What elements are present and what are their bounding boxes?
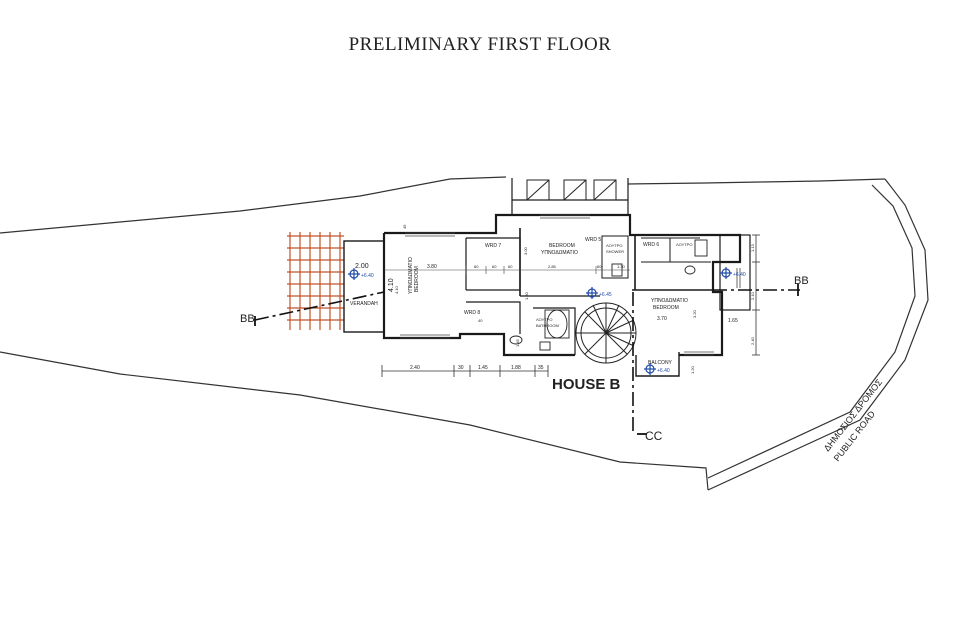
room-bathroom-gr: ΛΟΥΤΡΟ (536, 317, 552, 322)
dim-60-c: 60 (508, 264, 513, 269)
wardrobe-5: WRD 5 (585, 237, 601, 243)
dim-verandah-width: 2.00 (355, 263, 369, 270)
dim-60-d: 60 (597, 264, 602, 269)
room-shower-gr: ΛΟΥΤΡΟ (606, 243, 622, 248)
level-markers (348, 267, 732, 375)
wardrobe-6: WRD 6 (643, 242, 659, 248)
dim-bedroom-left-width: 3.80 (427, 264, 437, 270)
wardrobe-7: WRD 7 (485, 243, 501, 249)
section-ticks (254, 284, 799, 435)
room-bedroom-right-gr: ΥΠΝΟΔΩΜΑΤΙΟ (651, 298, 688, 304)
room-verandah: VERANDAH (350, 301, 378, 307)
dim-1-20: 1.20 (690, 365, 695, 374)
level-hall: +6.45 (599, 292, 612, 298)
interior-dim-line (384, 266, 630, 274)
dim-2-40-right: 2.40 (750, 336, 755, 345)
windows (400, 214, 741, 356)
dim-60-b: 60 (492, 264, 497, 269)
room-balcony: BALCONY (648, 360, 673, 366)
wardrobe-8: WRD 8 (464, 310, 480, 316)
dim-3-20: 3.20 (692, 309, 697, 318)
top-openings (526, 179, 617, 201)
dim-60-a: 60 (474, 264, 479, 269)
page-title: PRELIMINARY FIRST FLOOR (348, 34, 612, 55)
dim-1-65: 1.65 (728, 318, 738, 324)
pergola (287, 232, 344, 330)
dim-verandah-height: 4.10 (388, 278, 395, 292)
dim-1-50: 1.50 (524, 291, 529, 300)
spiral-staircase (575, 302, 637, 364)
dim-1-30: 1.30 (617, 264, 626, 269)
dim-bottom-35: 35 (538, 365, 544, 371)
dim-bottom-30: 30 (458, 365, 464, 371)
dim-1-13: 1.13 (750, 243, 755, 252)
dim-45: 45 (402, 224, 407, 229)
right-dim-line (752, 234, 760, 356)
dim-bedroom-left-height: 4.10 (394, 285, 399, 294)
section-lines (254, 289, 800, 435)
dim-bottom-1-45: 1.45 (478, 365, 488, 371)
dim-2-85: 2.85 (548, 264, 557, 269)
dim-2-10: 2.10 (750, 291, 755, 300)
site-boundary (0, 176, 929, 491)
building-walls (343, 178, 751, 377)
dim-40: 40 (478, 318, 483, 323)
house-label: HOUSE B (552, 376, 621, 393)
room-bedroom-top-en: BEDROOM (549, 243, 575, 249)
dim-1-45: 1.45 (515, 338, 520, 347)
room-bathroom-en: BATHROOM (536, 323, 559, 328)
level-right: +6.40 (733, 272, 746, 278)
dim-3-00: 3.00 (523, 246, 528, 255)
room-bedroom-right-en: BEDROOM (653, 305, 679, 311)
room-bedroom-left-gr: ΥΠΝΟΔΩΜΑΤΙΟ (408, 257, 414, 294)
section-bb-right: BB (794, 275, 809, 287)
room-shower-en: SHOWER (606, 249, 624, 254)
bottom-dim-chain (381, 365, 549, 377)
dim-bottom-1-88: 1.88 (511, 365, 521, 371)
section-cc: CC (645, 429, 663, 443)
dim-3-70: 3.70 (657, 316, 667, 322)
room-bedroom-top-gr: ΥΠΝΟΔΩΜΑΤΙΟ (541, 250, 578, 256)
level-verandah: +6.40 (361, 273, 374, 279)
room-wc-right: ΛΟΥΤΡΟ (676, 242, 692, 247)
dim-bottom-2-40: 2.40 (410, 365, 420, 371)
level-balcony: +6.40 (657, 368, 670, 374)
room-bedroom-left-en: BEDROOM (414, 266, 420, 292)
section-bb-left: BB (240, 313, 255, 325)
